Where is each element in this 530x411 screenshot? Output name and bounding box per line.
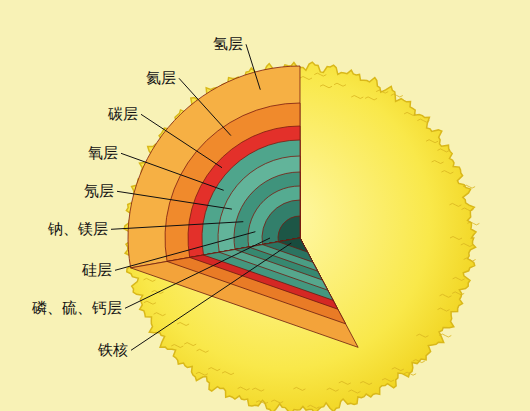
leader-line [117, 191, 232, 209]
layer-band [262, 200, 300, 245]
layer-band [188, 126, 300, 257]
layer-band [248, 186, 300, 247]
surface-texture [449, 203, 461, 206]
star-surface [124, 62, 476, 411]
surface-texture [439, 334, 451, 337]
surface-texture [452, 292, 464, 295]
surface-texture [417, 119, 429, 122]
surface-texture [144, 301, 156, 304]
layer-label: 磷、硫、钙层 [32, 300, 122, 317]
surface-texture [382, 379, 394, 382]
surface-texture [293, 387, 305, 390]
surface-texture [467, 222, 479, 225]
surface-texture [376, 90, 388, 93]
surface-texture [391, 94, 403, 97]
surface-texture [438, 149, 450, 152]
surface-texture [314, 73, 326, 76]
surface-texture [320, 85, 332, 88]
layer-band [128, 66, 300, 268]
layer-label: 氧层 [88, 145, 118, 162]
layer-faces [128, 66, 358, 347]
star-globe [124, 62, 479, 411]
surface-texture [348, 390, 360, 393]
surface-texture [404, 372, 416, 375]
leader-line [179, 78, 231, 135]
layer-cut-face [263, 238, 313, 262]
surface-texture [426, 140, 438, 143]
surface-texture [438, 308, 450, 311]
surface-texture [463, 185, 475, 188]
surface-texture [365, 97, 377, 100]
surface-texture [432, 161, 444, 164]
surface-texture [450, 237, 462, 240]
surface-texture [154, 313, 166, 316]
layer-band [202, 140, 300, 255]
surface-texture [271, 400, 283, 403]
surface-texture [171, 345, 183, 348]
surface-texture [462, 208, 474, 211]
surface-texture [327, 388, 339, 391]
layer-cut-face [190, 238, 338, 309]
surface-texture [252, 388, 264, 391]
surface-texture [416, 334, 428, 337]
leader-lines [111, 44, 291, 350]
surface-texture [461, 244, 473, 247]
surface-texture [360, 382, 372, 385]
leader-line [111, 222, 243, 230]
layer-label: 硅层 [82, 262, 112, 279]
surface-texture [392, 368, 404, 371]
leader-line [115, 232, 255, 271]
surface-texture [300, 77, 312, 80]
surface-texture [440, 294, 452, 297]
surface-texture [334, 83, 346, 86]
layer-band [234, 172, 300, 249]
surface-texture [307, 405, 319, 408]
layer-cut-face [219, 238, 327, 290]
surface-texture [222, 372, 234, 375]
leader-line [141, 114, 222, 167]
layer-cut-face [203, 238, 333, 300]
surface-texture [184, 343, 196, 346]
layer-cut-face [131, 238, 359, 347]
leader-line [125, 238, 270, 308]
layer-band [218, 156, 300, 252]
layer-label: 氢层 [213, 36, 243, 53]
layer-cut-face [167, 238, 346, 324]
surface-texture [441, 171, 453, 174]
surface-texture [197, 349, 209, 352]
layer-label: 钠、镁层 [48, 221, 108, 238]
leader-line [246, 44, 260, 89]
layer-band [278, 216, 300, 242]
surface-texture [453, 277, 465, 280]
layer-label: 碳层 [108, 106, 138, 123]
leader-line [121, 153, 224, 190]
surface-texture [339, 381, 351, 384]
surface-texture [351, 96, 363, 99]
surface-texture [144, 278, 156, 281]
layer-cut-face [235, 238, 322, 280]
surface-texture [404, 112, 416, 115]
layer-label: 铁核 [98, 342, 128, 359]
layer-label: 氖层 [84, 183, 114, 200]
surface-texture [256, 401, 268, 404]
surface-texture [196, 372, 208, 375]
surface-texture [238, 387, 250, 390]
surface-texture [208, 368, 220, 371]
layer-cut-face [278, 238, 307, 252]
surface-texture [177, 323, 189, 326]
layer-label: 氦层 [146, 70, 176, 87]
surface-texture [413, 360, 425, 363]
leader-line [131, 243, 291, 350]
surface-texture [464, 258, 476, 261]
